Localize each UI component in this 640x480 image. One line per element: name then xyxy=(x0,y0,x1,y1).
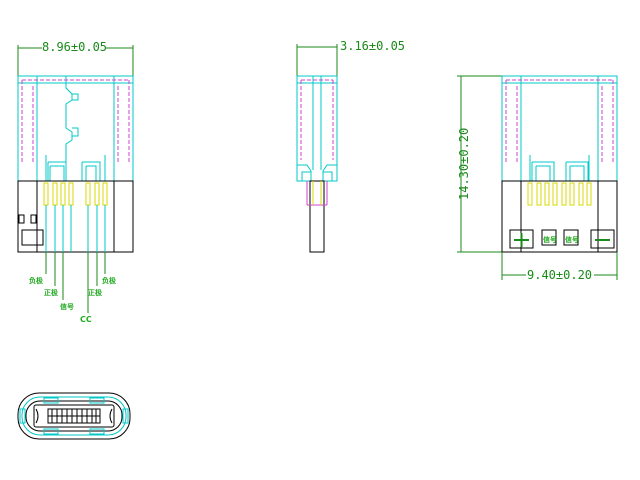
side-inner-dashed xyxy=(300,79,334,160)
rear-signal-label-a: 信号 xyxy=(543,235,557,244)
label-pos-right: 正极 xyxy=(88,288,103,297)
rear-pins xyxy=(527,182,592,206)
front-base xyxy=(17,180,134,253)
side-view: 3.16±0.05 xyxy=(296,39,405,253)
rear-signal-window-b xyxy=(563,229,579,246)
label-signal: 信号 xyxy=(60,302,74,311)
label-pos-left: 正极 xyxy=(44,288,59,297)
rear-inner-dashed xyxy=(505,79,614,162)
side-plug-shell xyxy=(296,75,338,182)
rear-height-text: 14.30±0.20 xyxy=(457,128,471,200)
side-base xyxy=(309,180,325,253)
front-view: 8.96±0.05 xyxy=(17,40,134,324)
front-pins xyxy=(43,182,108,252)
rear-width-dimension xyxy=(501,252,618,280)
rear-height-dimension xyxy=(457,75,502,253)
front-inner-dashed xyxy=(21,79,130,162)
front-window xyxy=(21,229,44,246)
front-marker-left xyxy=(18,214,25,224)
rear-signal-label-b: 信号 xyxy=(565,235,579,244)
rear-plus-window xyxy=(509,229,534,249)
side-thickness-dimension xyxy=(296,44,338,76)
rear-signal-window-a xyxy=(541,229,557,246)
plus-symbol-icon xyxy=(514,233,529,247)
front-marker-right xyxy=(30,214,37,224)
label-neg-right: 负极 xyxy=(102,276,117,285)
front-pin-leaders xyxy=(45,252,106,313)
rear-width-text: 9.40±0.20 xyxy=(527,268,592,282)
rear-minus-window xyxy=(590,229,615,249)
front-plug-shell xyxy=(17,75,134,182)
rear-plug-shell xyxy=(501,75,618,182)
plug-face-view xyxy=(17,392,131,440)
rear-base xyxy=(501,180,618,253)
label-neg-left: 负极 xyxy=(29,276,44,285)
rear-view: 14.30±0.20 xyxy=(457,75,618,282)
side-thickness-text: 3.16±0.05 xyxy=(340,39,405,53)
front-width-dimension xyxy=(17,45,134,76)
front-width-text: 8.96±0.05 xyxy=(42,40,107,54)
side-pin xyxy=(306,181,328,206)
label-cc: CC xyxy=(80,315,92,324)
